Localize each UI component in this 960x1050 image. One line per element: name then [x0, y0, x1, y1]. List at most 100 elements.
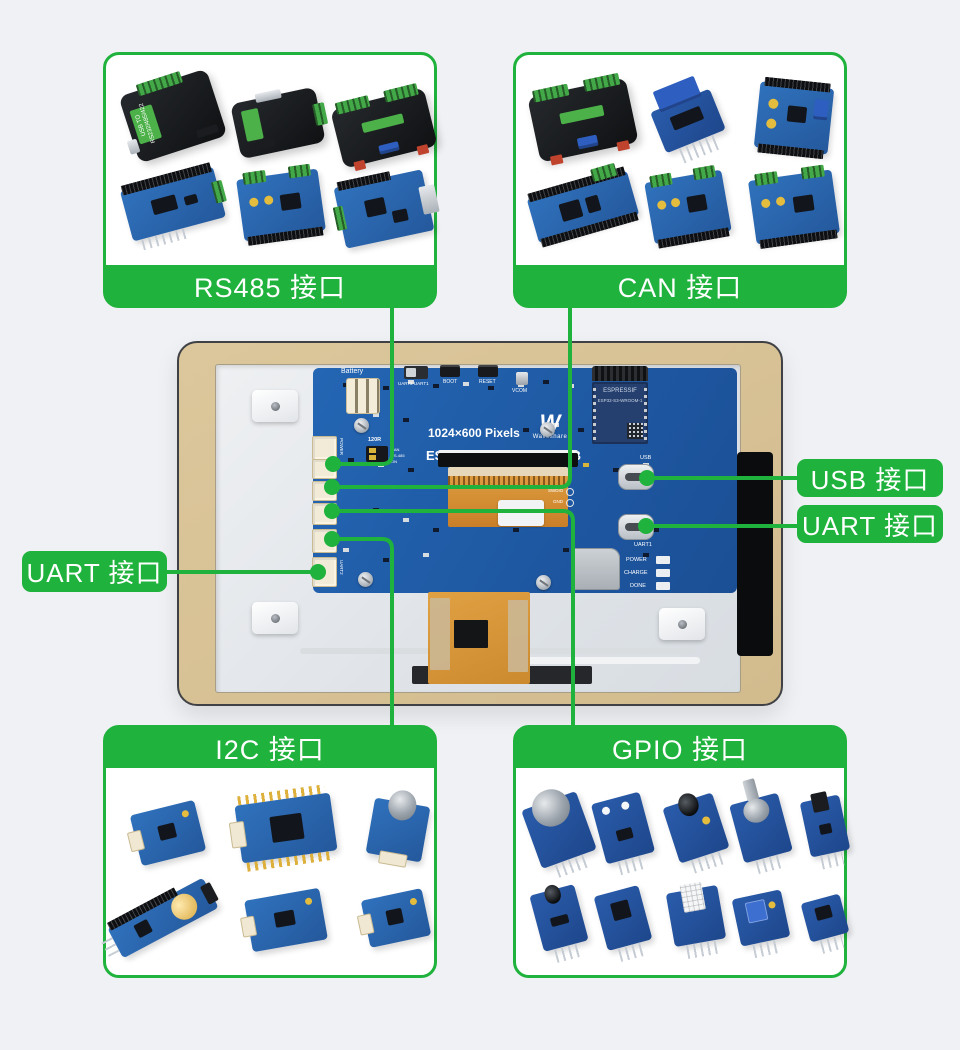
- tape-patch: [508, 600, 528, 672]
- module-adjustable-sensor: [731, 889, 791, 959]
- dip-can-label: CAN: [391, 447, 400, 452]
- uart-select-switch: [404, 366, 428, 379]
- qr-code: [627, 423, 643, 439]
- boot-button: [440, 365, 460, 377]
- charge-led-label: CHARGE: [624, 570, 648, 576]
- uart-interface-label-right: UART 接口: [797, 505, 943, 543]
- dip-off-label: OFF: [355, 461, 364, 466]
- panel-slot: [510, 657, 700, 664]
- charge-led: [656, 569, 670, 577]
- module-2ch-rs485-hat: [236, 163, 326, 246]
- usb-c-port: [618, 464, 654, 490]
- usb-port-label: USB: [640, 455, 652, 461]
- battery-label: Battery: [341, 368, 364, 375]
- uart2-connector: [312, 557, 337, 587]
- gpio-module-images: [516, 728, 851, 975]
- rs485-panel-title: RS485 接口: [105, 265, 435, 306]
- module-i2c-mini-board: [356, 888, 432, 948]
- module-rs485-serial-converter: [230, 86, 329, 160]
- ffc-latch: [498, 500, 544, 526]
- vcom-label: VCOM: [512, 388, 527, 394]
- module-rtc-board: [100, 877, 219, 959]
- uart2-connector-label: UART2: [339, 560, 344, 575]
- module-i2c-sensor-board: [126, 799, 207, 867]
- module-humidity-sensor: [665, 881, 727, 959]
- swdio-label: SWDIO: [548, 488, 564, 493]
- vcom-trimmer: [516, 372, 528, 385]
- dip-120r-label: 120R: [368, 437, 382, 443]
- module-can-transceiver: [650, 75, 726, 164]
- power-connector: [312, 436, 337, 460]
- i2c-module-images: [100, 728, 434, 975]
- power-led-label: POWER: [626, 557, 647, 563]
- screw: [540, 422, 555, 437]
- module-rs485-io-controller: [330, 82, 438, 172]
- swdio-testpoint: [566, 488, 574, 496]
- mounting-clip: [252, 390, 298, 422]
- module-tracking-sensor: [590, 791, 656, 876]
- screw: [354, 418, 369, 433]
- uart1-usb-c-port: [618, 514, 654, 540]
- boot-label: BOOT: [443, 379, 458, 385]
- cof-driver-chip: [454, 620, 488, 648]
- module-i2c-io-expander: [228, 784, 338, 872]
- module-i2c-adc-board: [239, 887, 328, 953]
- rs485-panel: USB TO RS232/485/422 RS485 接口: [103, 52, 440, 308]
- module-ir-receiver-sensor: [799, 791, 851, 870]
- screw: [536, 575, 551, 590]
- battery-connector: [346, 378, 380, 414]
- can-panel-title: CAN 接口: [515, 265, 845, 306]
- can-panel: CAN 接口: [513, 52, 847, 308]
- esp32-s3-wroom-module: ESPRESSIF ESP32-S3-WROOM-1: [592, 382, 648, 444]
- gpio-panel: GPIO 接口: [513, 725, 851, 978]
- module-rs485-can-db9-board: [332, 169, 440, 249]
- module-rs485-pi-hat: [119, 162, 228, 251]
- gnd-testpoint: [566, 499, 574, 507]
- tape-patch: [430, 598, 450, 670]
- resolution-text: 1024×600 Pixels: [428, 426, 520, 440]
- module-temperature-sensor: [593, 885, 653, 962]
- gpio-connector: [312, 503, 337, 525]
- dip-rs485-label: RS-485: [391, 453, 405, 458]
- dip-on-label: ON: [391, 459, 397, 464]
- rs485-connector: [312, 459, 337, 479]
- done-led: [656, 582, 670, 590]
- module-sound-sensor: [662, 790, 730, 874]
- power-connector-label: POWER: [339, 438, 344, 456]
- mounting-clip: [252, 602, 298, 634]
- uart-switch-label: UART2 UART1: [398, 381, 429, 386]
- display-bezel-edge: [737, 452, 773, 656]
- wifi-antenna: [592, 366, 648, 381]
- i2c-panel-title: I2C 接口: [105, 727, 435, 768]
- module-usb-to-rs485-converter: USB TO RS232/485/422: [118, 68, 228, 164]
- gnd-label: GND: [553, 499, 563, 504]
- module-can-pico-module: [526, 162, 640, 248]
- screw: [358, 572, 373, 587]
- termination-dip-switch: [366, 446, 388, 462]
- module-thermal-camera: [365, 787, 431, 868]
- module-rotation-sensor: [729, 777, 793, 875]
- module-2ch-can-hat: [644, 164, 732, 249]
- power-led: [656, 556, 670, 564]
- done-led-label: DONE: [630, 583, 646, 589]
- i2c-panel: I2C 接口: [100, 725, 437, 978]
- espressif-brand: ESPRESSIF: [603, 388, 637, 394]
- lcd-ffc-connector: [438, 450, 578, 467]
- module-gas-sensor: [521, 784, 597, 878]
- microsd-slot: [572, 548, 620, 590]
- pcb-components: [313, 368, 319, 372]
- gpio-panel-title: GPIO 接口: [515, 727, 845, 768]
- reset-label: RESET: [479, 379, 496, 385]
- reset-button: [478, 365, 498, 377]
- uart1-port-label: UART1: [634, 542, 652, 548]
- module-can-bus-shield: [753, 76, 835, 160]
- mounting-clip: [659, 608, 705, 640]
- i2c-connector: [312, 529, 337, 553]
- module-can-io-controller: [527, 72, 639, 166]
- module-can-fd-hat: [747, 164, 841, 250]
- can-connector: [312, 481, 337, 501]
- esp32-module-name: ESP32-S3-WROOM-1: [597, 398, 643, 403]
- module-flame-sensor: [529, 883, 589, 963]
- uart-interface-label-left: UART 接口: [22, 551, 167, 592]
